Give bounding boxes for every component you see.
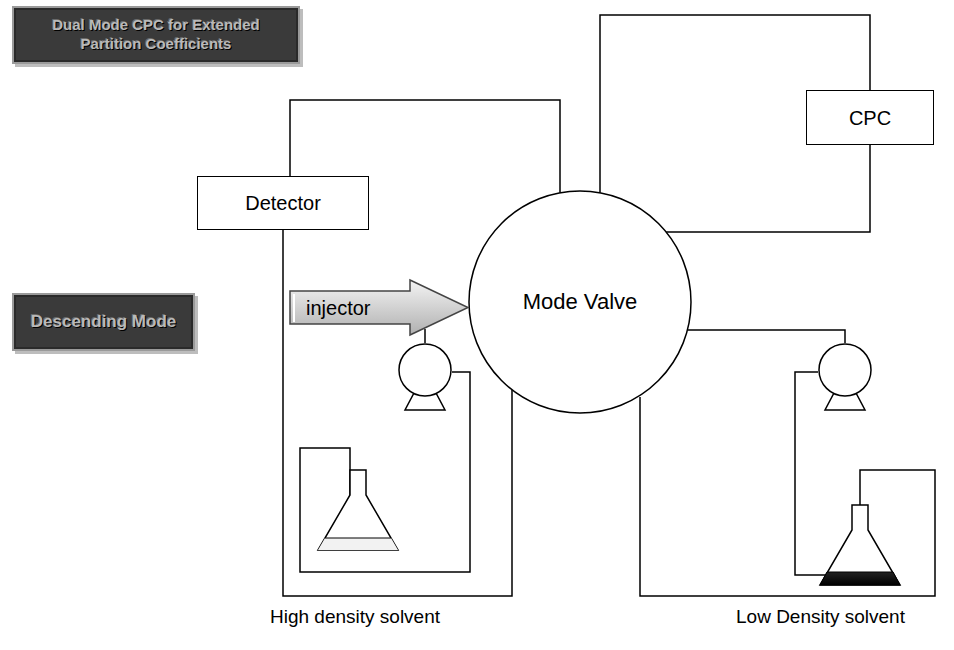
valve-circle: Mode Valve [468, 190, 692, 414]
pump-symbol [819, 344, 871, 410]
node-text: injector [306, 296, 370, 320]
solvent-label: High density solvent [270, 606, 440, 628]
node-text: Mode Valve [523, 289, 638, 315]
pump-outlet-tube [688, 330, 845, 343]
column-box: CPC [806, 90, 934, 145]
flask-symbol [820, 505, 900, 585]
pump-outlet-tube [424, 329, 426, 343]
solvent-label: Low Density solvent [736, 606, 905, 628]
title-text: Dual Mode CPC for Extended Partition Coe… [24, 16, 288, 54]
suction-tube [300, 372, 470, 572]
pipe-line [666, 145, 870, 232]
node-text: Descending Mode [31, 312, 176, 332]
node-text: CPC [849, 106, 891, 130]
node-text: Detector [245, 191, 321, 215]
pump-symbol [399, 344, 451, 410]
return-tube [640, 397, 935, 596]
mode-badge: Descending Mode [12, 293, 195, 351]
detector-box: Detector [197, 176, 369, 230]
injector-arrow: injector [290, 280, 468, 335]
flask-symbol [318, 470, 398, 550]
title-banner: Dual Mode CPC for Extended Partition Coe… [12, 6, 300, 64]
